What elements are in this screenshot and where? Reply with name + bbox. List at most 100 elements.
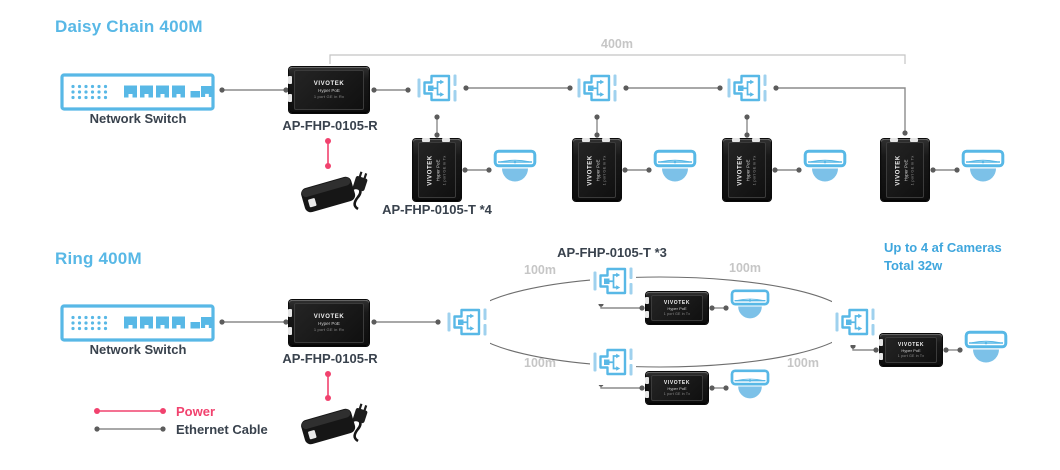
device-faceplate [728,142,766,198]
capacity-note-line1: Up to 4 af Cameras [884,240,1002,255]
poe-splitter-icon [832,299,878,345]
device-brand-text: VIVOTEK [897,341,925,348]
device-port-text: 1 port GE in Rx [313,327,345,333]
device-brand-text: VIVOTEK [313,80,345,87]
device-model-text: Hyper PoE [667,386,687,392]
device-brand-text: VIVOTEK [737,154,744,186]
port-notch [645,391,649,398]
power-cables [97,141,329,412]
poe-splitter-icon [414,65,460,111]
device-port-text: 1 port GE in Tx [909,155,915,185]
port-notch [442,138,450,142]
device-brand-text: VIVOTEK [663,379,691,386]
dome-camera-icon [493,149,537,189]
port-notch [732,138,740,142]
network-switch-icon [60,73,215,111]
device-brand-text: VIVOTEK [587,154,594,186]
device-port-text: 1 port GE in Tx [897,353,925,358]
device-brand-text: VIVOTEK [663,299,691,306]
port-notch [879,353,883,360]
port-notch [890,138,898,142]
capacity-note: Up to 4 af Cameras Total 32w [884,239,1002,275]
device-port-text: 1 port GE in Tx [601,155,607,185]
port-notch [582,138,590,142]
ring-distance-label: 100m [787,356,819,370]
dome-camera-icon [653,149,697,189]
ethernet-cables [97,87,960,430]
network-switch-icon [60,304,215,342]
device-model-text: Hyper PoE [318,88,340,94]
device-faceplate [885,337,937,363]
daisy-chain-title: Daisy Chain 400M [55,17,203,36]
receiver-label: AP-FHP-0105-R [282,118,378,133]
ring-title: Ring 400M [55,249,142,268]
device-faceplate [651,375,703,401]
device-faceplate [418,142,456,198]
device-brand-text: VIVOTEK [427,154,434,186]
dome-camera-icon [803,149,847,189]
port-notch [602,138,610,142]
device-port-text: 1 port GE in Tx [441,155,447,185]
power-cable-dots [94,138,331,414]
port-notch [288,94,292,102]
port-notch [645,297,649,304]
transmitter-label: AP-FHP-0105-T *4 [382,202,492,217]
device-port-text: 1 port GE in Tx [663,391,691,396]
ethernet-cable-dots [94,85,963,432]
port-notch [288,309,292,317]
port-notch [645,377,649,384]
network-switch-label: Network Switch [89,342,187,357]
port-notch [752,138,760,142]
ring-distance-label: 100m [524,356,556,370]
device-port-text: 1 port GE in Tx [751,155,757,185]
poe-splitter-icon [444,299,490,345]
legend-power-label: Power [176,404,216,419]
device-faceplate [651,295,703,321]
port-notch [422,138,430,142]
device-port-text: 1 port GE in Tx [663,311,691,316]
port-notch [910,138,918,142]
device-faceplate [886,142,924,198]
device-brand-text: VIVOTEK [895,154,902,186]
receiver-label: AP-FHP-0105-R [282,351,378,366]
device-model-text: Hyper PoE [667,306,687,312]
port-notch [879,339,883,346]
network-switch-label: Network Switch [89,111,187,126]
ring-distance-label: 100m [729,261,761,275]
poe-splitter-icon [590,258,636,304]
distance-bracket [329,54,906,64]
power-adapter-icon [296,164,372,220]
device-brand-text: VIVOTEK [313,313,345,320]
dome-camera-icon [961,149,1005,189]
poe-splitter-icon [590,339,636,385]
device-model-text: Hyper PoE [318,321,340,327]
device-faceplate [294,70,364,110]
power-adapter-icon [296,396,372,452]
device-faceplate [294,303,364,343]
poe-splitter-icon [574,65,620,111]
port-notch [645,311,649,318]
ring-transmitter-label: AP-FHP-0105-T *3 [557,245,667,260]
capacity-note-line2: Total 32w [884,258,943,273]
ring-distance-label: 100m [524,263,556,277]
dome-camera-icon [964,330,1008,370]
daisy-total-distance-label: 400m [601,37,633,51]
device-port-text: 1 port GE in Rx [313,94,345,100]
dome-camera-icon [730,368,770,406]
legend-ethernet-label: Ethernet Cable [176,422,268,437]
device-model-text: Hyper PoE [901,348,921,354]
port-notch [288,76,292,84]
poe-splitter-icon [724,65,770,111]
dome-camera-icon [730,288,770,326]
